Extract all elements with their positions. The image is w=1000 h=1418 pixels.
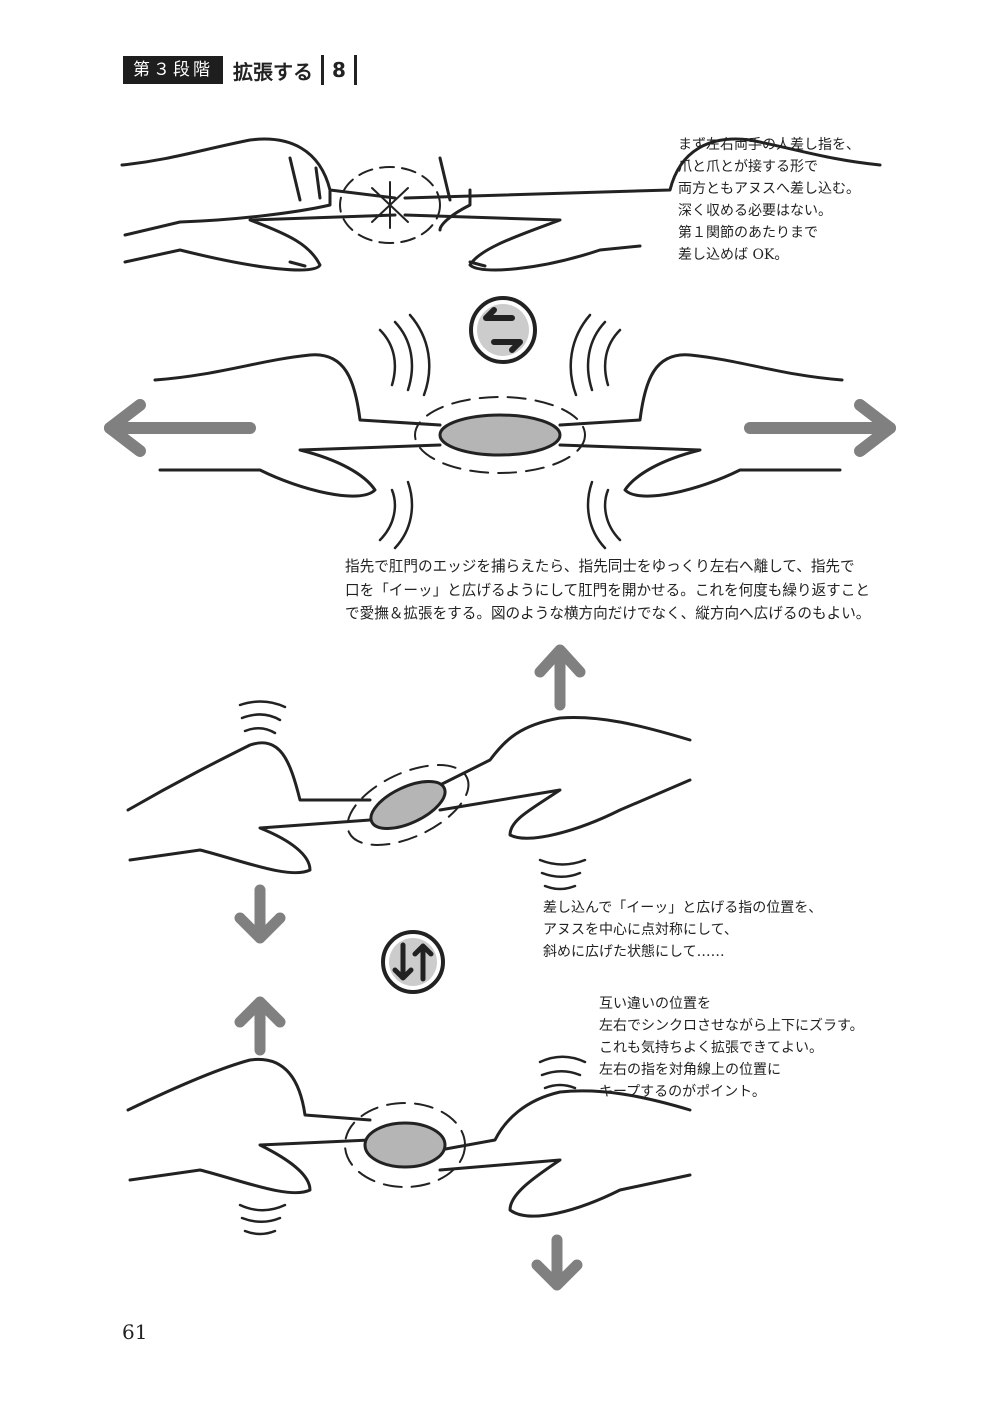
caption-line: 斜めに広げた状態にして…… [543, 944, 725, 960]
right-hand [403, 137, 882, 200]
caption-step3: 差し込んで「イーッ」と広げる指の位置を、 アヌスを中心に点対称にして、 斜めに広… [543, 897, 822, 963]
caption-line: 深く収める必要はない。 [678, 203, 832, 219]
divider [321, 55, 324, 85]
section-number: 8 [332, 58, 346, 82]
caption-line: で愛撫＆拡張をする。図のような横方向だけでなく、縦方向へ広げるのもよい。 [345, 605, 871, 622]
caption-line: 口を「イーッ」と広げるようにして肛門を開かせる。これを何度も繰り返すこと [345, 581, 870, 599]
caption-line: 両方ともアヌスへ差し込む。 [678, 181, 860, 197]
caption-line: 差し込んで「イーッ」と広げる指の位置を、 [543, 900, 823, 916]
figure-diagonal-spread [126, 644, 692, 944]
caption-step1: まず左右両手の人差し指を、 爪と爪とが接する形で 両方ともアヌスへ差し込む。 深… [678, 134, 860, 266]
section-title: 拡張する [233, 59, 313, 84]
caption-line: 指先で肛門のエッジを捕らえたら、指先同士をゆっくり左右へ離して、指先で [345, 558, 855, 575]
up-arrow-icon [234, 996, 286, 1056]
divider [353, 55, 357, 85]
swap-horizontal-icon [469, 296, 537, 364]
left-hand [120, 137, 397, 200]
caption-line: 差し込めば OK。 [678, 247, 789, 263]
caption-line: 互い違いの位置を [599, 996, 711, 1012]
figure-fingers-inserted [120, 137, 882, 272]
up-arrow-icon [534, 644, 586, 711]
page-number: 61 [122, 1320, 148, 1344]
caption-line: キープするのがポイント。 [599, 1084, 766, 1100]
caption-line: これも気持ちよく拡張できてよい。 [599, 1040, 823, 1056]
down-arrow-icon [531, 1234, 583, 1291]
caption-step4: 互い違いの位置を 左右でシンクロさせながら上下にズラす。 これも気持ちよく拡張で… [599, 993, 864, 1103]
caption-line: 爪と爪とが接する形で [678, 159, 818, 175]
caption-line: 左右でシンクロさせながら上下にズラす。 [599, 1018, 864, 1034]
caption-step2: 指先で肛門のエッジを捕らえたら、指先同士をゆっくり左右へ離して、指先で 口を「イ… [345, 555, 870, 626]
down-arrow-icon [234, 884, 286, 944]
chapter-header: 第３段階 拡張する 8 [123, 55, 365, 85]
stage-label: 第３段階 [123, 56, 223, 84]
swap-vertical-icon [381, 930, 445, 994]
caption-line: 左右の指を対角線上の位置に [599, 1062, 781, 1078]
figure-alternate-shift [126, 996, 692, 1291]
caption-line: アヌスを中心に点対称にして、 [543, 922, 738, 938]
caption-line: 第１関節のあたりまで [678, 225, 818, 241]
figure-spread-horizontal [104, 313, 896, 550]
caption-line: まず左右両手の人差し指を、 [678, 137, 860, 153]
